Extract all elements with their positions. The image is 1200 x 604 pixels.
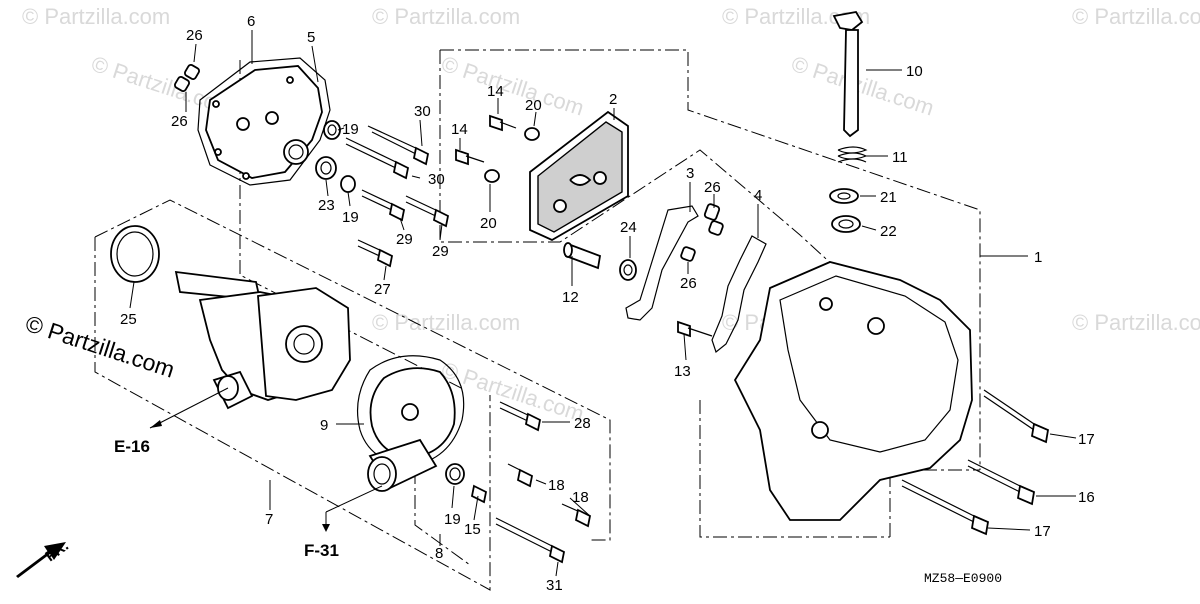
large-cover bbox=[733, 261, 973, 521]
callout-28: 28 bbox=[574, 415, 591, 432]
callout-29a: 29 bbox=[396, 231, 413, 248]
callouts: 1 2 3 4 5 6 7 8 9 10 11 12 13 14 14 15 1… bbox=[120, 13, 1095, 594]
watermark-text: © Partzilla.com bbox=[438, 51, 587, 121]
callout-22: 22 bbox=[880, 223, 897, 240]
callout-26c: 26 bbox=[704, 179, 721, 196]
callout-24: 24 bbox=[620, 219, 637, 236]
callout-14b: 14 bbox=[451, 121, 468, 138]
callout-15: 15 bbox=[464, 521, 481, 538]
bolts bbox=[345, 114, 1050, 564]
callout-17b: 17 bbox=[1034, 523, 1051, 540]
callout-26a: 26 bbox=[186, 27, 203, 44]
callout-7: 7 bbox=[265, 511, 273, 528]
callout-30a: 30 bbox=[414, 103, 431, 120]
watermark-text: © Partzilla.com bbox=[22, 4, 170, 29]
leader-lines bbox=[129, 30, 1077, 577]
callout-29b: 29 bbox=[432, 243, 449, 260]
callout-2: 2 bbox=[609, 91, 617, 108]
gaskets bbox=[625, 205, 767, 354]
rod-spring-bearing bbox=[829, 11, 868, 233]
assembly-outlines bbox=[94, 49, 981, 591]
watermark-text: © Partzilla.com bbox=[438, 357, 587, 427]
callout-8: 8 bbox=[435, 545, 443, 562]
direction-label: FR. bbox=[42, 537, 72, 565]
callout-19a: 19 bbox=[342, 121, 359, 138]
watermark-text: © Partzilla.com bbox=[788, 51, 937, 121]
callout-9: 9 bbox=[320, 417, 328, 434]
pump-cover bbox=[356, 355, 465, 492]
callout-18a: 18 bbox=[548, 477, 565, 494]
callout-14a: 14 bbox=[487, 83, 504, 100]
callout-21: 21 bbox=[880, 189, 897, 206]
watermark-logo: © Partzilla.com bbox=[22, 310, 177, 383]
callout-13: 13 bbox=[674, 363, 691, 380]
diagram-code: MZ58—E0900 bbox=[924, 571, 1002, 586]
callout-20b: 20 bbox=[480, 215, 497, 232]
callout-11: 11 bbox=[892, 149, 908, 166]
reference-f31: F-31 bbox=[304, 541, 339, 560]
callout-4: 4 bbox=[754, 187, 762, 204]
callout-26b: 26 bbox=[171, 113, 188, 130]
callout-23: 23 bbox=[318, 197, 335, 214]
watermark-text: © Partzilla.com bbox=[1072, 310, 1200, 335]
callout-5: 5 bbox=[307, 29, 315, 46]
reference-arrows bbox=[16, 387, 383, 578]
callout-3: 3 bbox=[686, 165, 694, 182]
callout-6: 6 bbox=[247, 13, 255, 30]
callout-26d: 26 bbox=[680, 275, 697, 292]
callout-12: 12 bbox=[562, 289, 579, 306]
callout-16: 16 bbox=[1078, 489, 1095, 506]
watermark-text: © Partzilla.com bbox=[372, 310, 520, 335]
callout-10: 10 bbox=[906, 63, 923, 80]
seals bbox=[315, 120, 465, 485]
callout-20a: 20 bbox=[525, 97, 542, 114]
callout-18b: 18 bbox=[572, 489, 589, 506]
cover-assembly-top bbox=[197, 57, 331, 186]
reference-e16: E-16 bbox=[114, 437, 150, 456]
callout-25: 25 bbox=[120, 311, 137, 328]
pump-assembly bbox=[110, 225, 351, 410]
dowel-pins bbox=[174, 64, 724, 262]
callout-1: 1 bbox=[1034, 249, 1042, 266]
callout-17a: 17 bbox=[1078, 431, 1095, 448]
callout-19b: 19 bbox=[342, 209, 359, 226]
callout-19c: 19 bbox=[444, 511, 461, 528]
callout-27: 27 bbox=[374, 281, 391, 298]
watermark-text: © Partzilla.com bbox=[372, 4, 520, 29]
callout-31: 31 bbox=[546, 577, 563, 594]
callout-30b: 30 bbox=[428, 171, 445, 188]
watermark-text: © Partzilla.com bbox=[1072, 4, 1200, 29]
filter-element bbox=[529, 110, 629, 242]
watermarks: © Partzilla.com © Partzilla.com © Partzi… bbox=[22, 4, 1200, 427]
pipe-and-seal bbox=[563, 242, 637, 281]
